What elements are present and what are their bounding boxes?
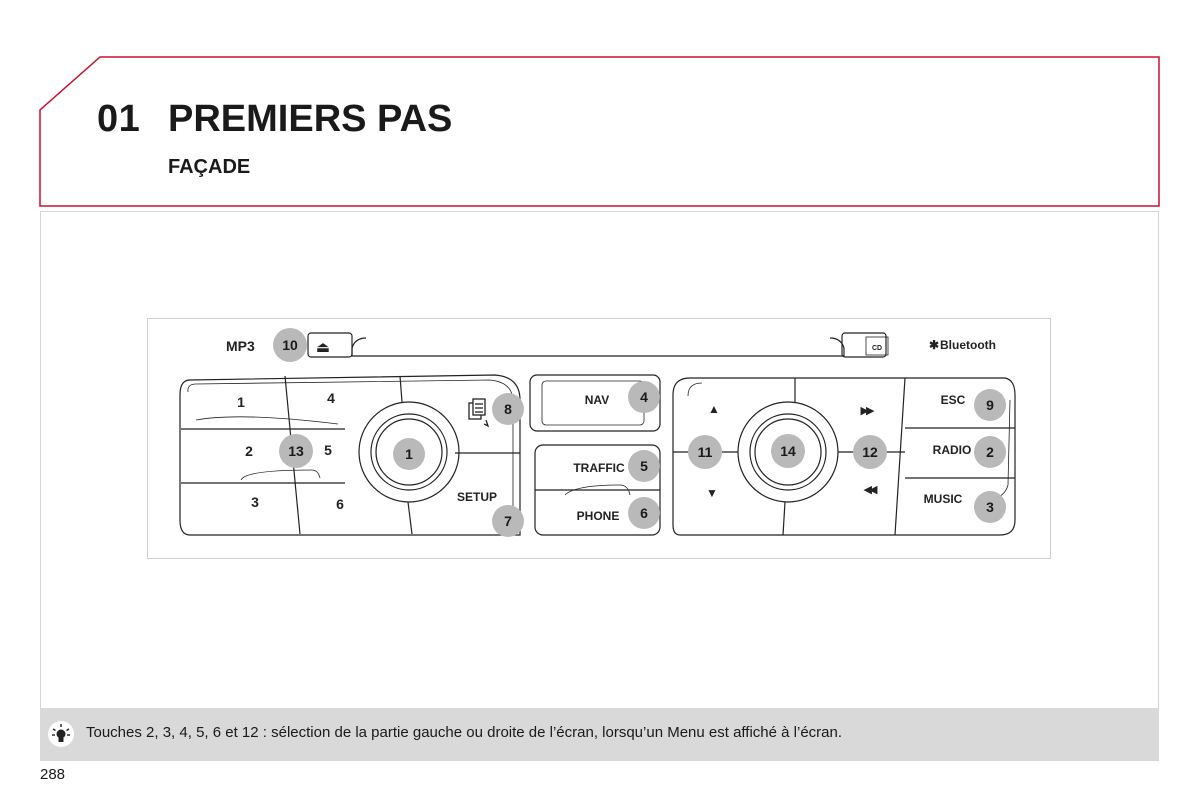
svg-text:12: 12	[862, 444, 878, 460]
traffic-button[interactable]: TRAFFIC	[573, 461, 625, 475]
tip-text: Touches 2, 3, 4, 5, 6 et 12 : sélection …	[86, 724, 843, 741]
page-number: 288	[40, 766, 66, 783]
arrow-down-icon[interactable]: ▼	[706, 486, 718, 500]
svg-text:6: 6	[640, 505, 648, 521]
svg-text:1: 1	[405, 446, 413, 462]
phone-button[interactable]: PHONE	[577, 509, 620, 523]
cd-logo-icon: CD	[865, 336, 889, 356]
radio-button[interactable]: RADIO	[933, 443, 972, 457]
svg-text:8: 8	[504, 401, 512, 417]
callout-9: 9	[974, 389, 1006, 421]
tip-bar	[40, 708, 1159, 760]
fast-forward-icon[interactable]: ▶▶	[861, 405, 878, 417]
keypad-key-6[interactable]: 6	[336, 496, 344, 512]
eject-icon: ⏏	[316, 339, 330, 356]
esc-button[interactable]: ESC	[941, 393, 966, 407]
arrow-up-icon[interactable]: ▲	[708, 402, 720, 416]
callout-4: 4	[628, 381, 660, 413]
svg-text:4: 4	[640, 389, 648, 405]
keypad-key-3[interactable]: 3	[251, 494, 259, 510]
callout-6: 6	[628, 497, 660, 529]
header-frame	[39, 56, 1160, 207]
callout-2: 2	[974, 436, 1006, 468]
callout-3: 3	[974, 491, 1006, 523]
bluetooth-label: Bluetooth	[940, 338, 996, 352]
chapter-number: 01	[97, 98, 141, 140]
setup-button[interactable]: SETUP	[457, 490, 497, 504]
mp3-label: MP3	[226, 338, 255, 354]
keypad-key-5[interactable]: 5	[324, 442, 332, 458]
panel-frame	[147, 318, 1051, 559]
bluetooth-icon: ✱	[929, 338, 939, 352]
callout-13: 13	[279, 434, 313, 468]
keypad-key-2[interactable]: 2	[245, 443, 253, 459]
content-box	[40, 211, 1159, 761]
music-button[interactable]: MUSIC	[924, 492, 963, 506]
callout-8: 8	[492, 393, 524, 425]
callout-12: 12	[853, 435, 887, 469]
callout-1: 1	[393, 438, 425, 470]
callout-10: 10	[273, 328, 307, 362]
page-title: PREMIERS PAS	[168, 98, 453, 140]
svg-text:2: 2	[986, 444, 994, 460]
callout-5: 5	[628, 450, 660, 482]
callout-11: 11	[688, 435, 722, 469]
svg-text:9: 9	[986, 397, 994, 413]
lightbulb-icon	[48, 721, 74, 747]
svg-text:CD: CD	[872, 345, 882, 352]
svg-text:11: 11	[698, 444, 713, 460]
section-subtitle: FAÇADE	[168, 156, 251, 178]
nav-button[interactable]: NAV	[585, 393, 609, 407]
svg-text:3: 3	[986, 499, 994, 515]
svg-text:10: 10	[282, 337, 298, 353]
svg-text:5: 5	[640, 458, 648, 474]
callout-7: 7	[492, 505, 524, 537]
keypad-key-1[interactable]: 1	[237, 394, 245, 410]
svg-text:13: 13	[288, 443, 304, 459]
rewind-icon[interactable]: ◀◀	[864, 484, 881, 496]
documents-icon	[468, 398, 490, 428]
keypad-key-4[interactable]: 4	[327, 390, 335, 406]
svg-text:14: 14	[780, 443, 796, 459]
svg-text:7: 7	[504, 513, 512, 529]
callout-14: 14	[771, 434, 805, 468]
